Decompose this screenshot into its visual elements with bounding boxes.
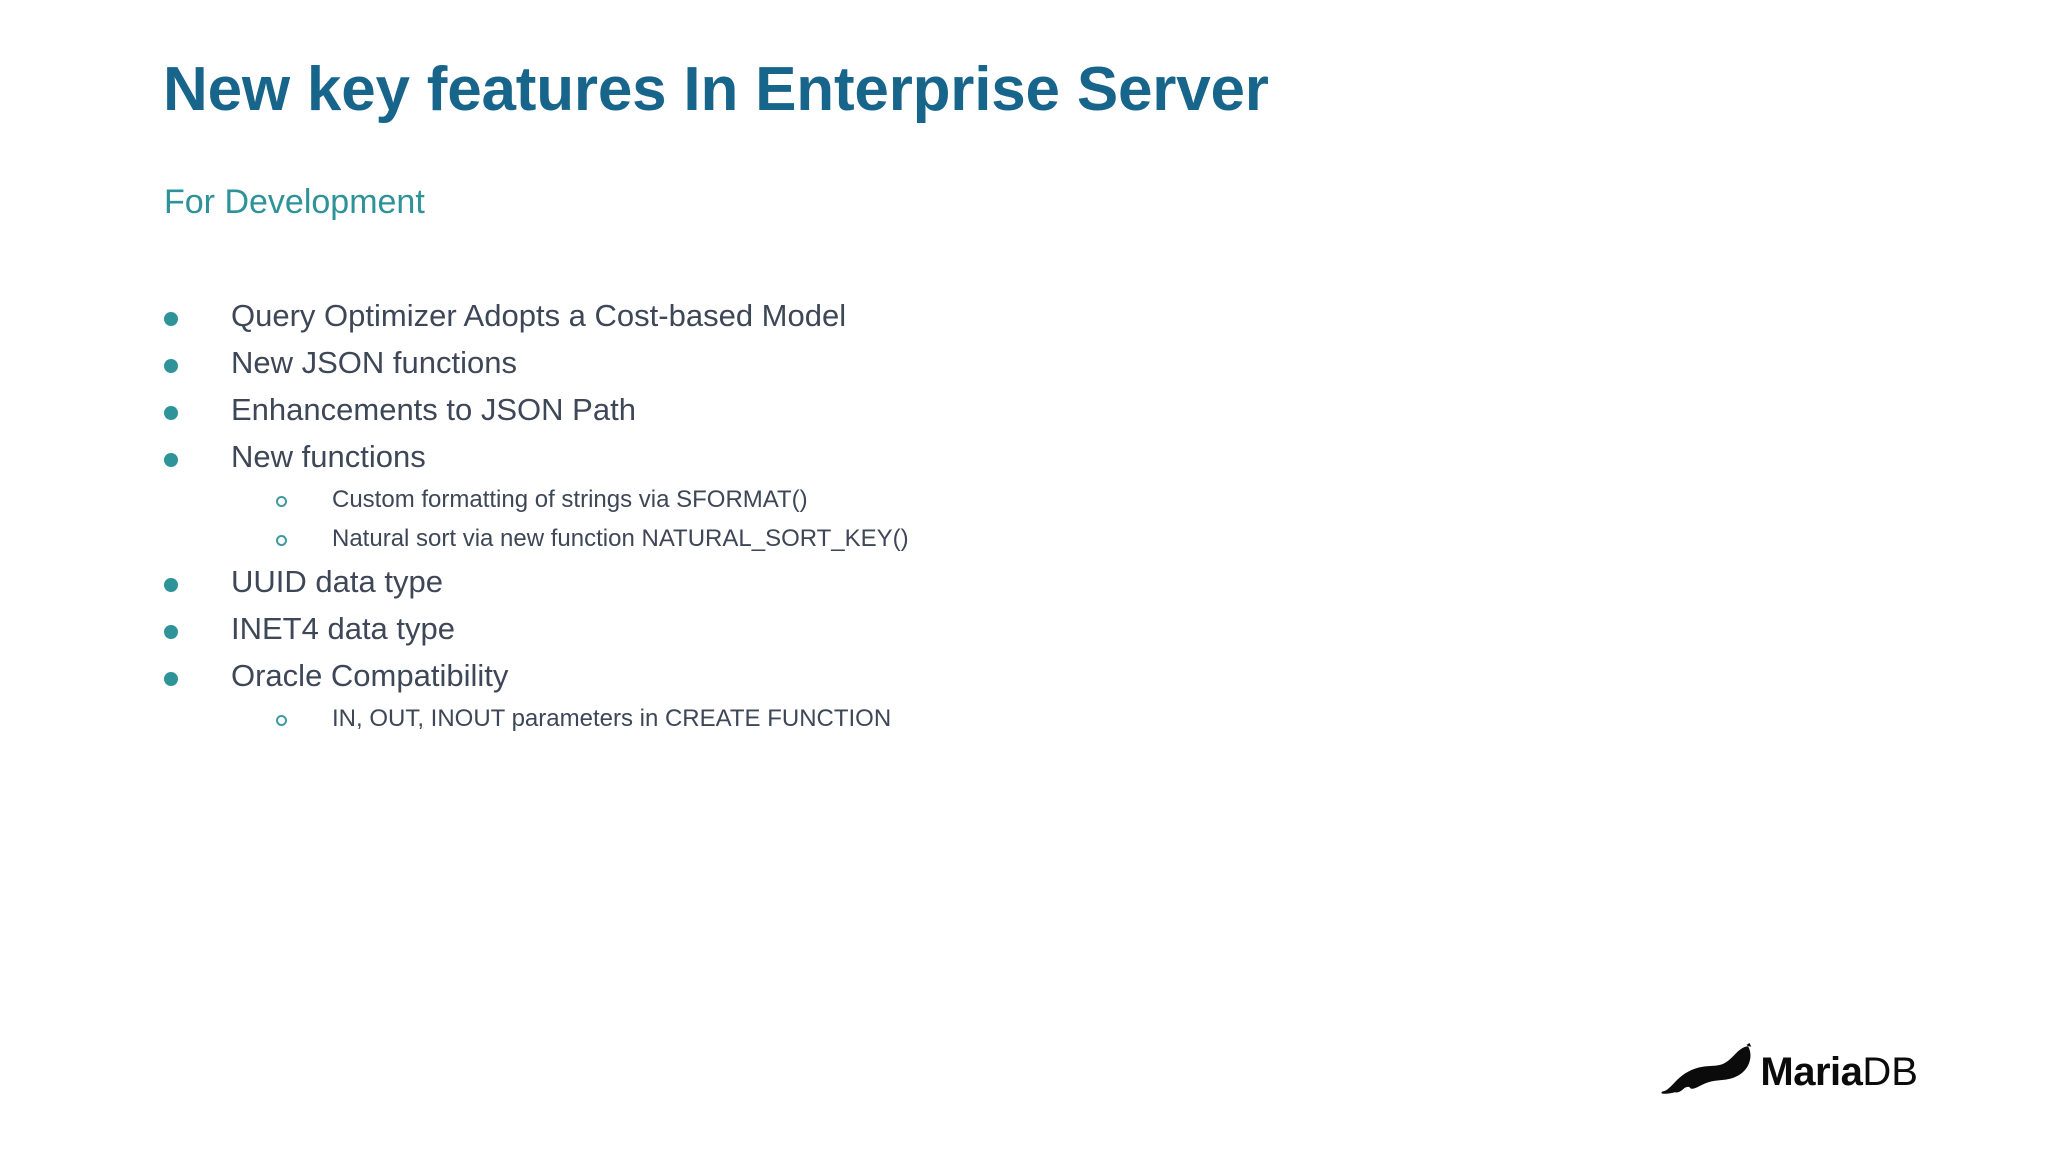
sub-list-item: Custom formatting of strings via SFORMAT… (164, 488, 1664, 527)
page-subtitle: For Development (164, 183, 425, 221)
filled-circle-bullet-icon (164, 406, 178, 420)
list-item-label: Enhancements to JSON Path (231, 392, 636, 427)
filled-circle-bullet-icon (164, 625, 178, 639)
filled-circle-bullet-icon (164, 312, 178, 326)
sub-list-item-label: Custom formatting of strings via SFORMAT… (332, 486, 808, 513)
sub-list-item: Natural sort via new function NATURAL_SO… (164, 527, 1664, 566)
list-item-label: Oracle Compatibility (231, 658, 509, 693)
hollow-circle-bullet-icon (274, 533, 287, 546)
list-item-label: New functions (231, 439, 426, 474)
mariadb-seal-icon (1661, 1043, 1752, 1094)
hollow-circle-bullet-icon (274, 494, 287, 507)
list-item-label: INET4 data type (231, 611, 456, 646)
list-item: Query Optimizer Adopts a Cost-based Mode… (164, 300, 1664, 347)
list-item-label: UUID data type (231, 564, 443, 599)
sub-list-item-label: IN, OUT, INOUT parameters in CREATE FUNC… (332, 705, 892, 732)
list-item: UUID data type (164, 566, 1664, 613)
list-item: INET4 data type (164, 613, 1664, 660)
hollow-circle-bullet-icon (274, 713, 287, 726)
filled-circle-bullet-icon (164, 453, 178, 467)
feature-bullet-list: Query Optimizer Adopts a Cost-based Mode… (164, 300, 1664, 746)
wordmark-db: DB (1862, 1050, 1918, 1094)
list-item: Oracle Compatibility (164, 660, 1664, 707)
filled-circle-bullet-icon (164, 672, 178, 686)
filled-circle-bullet-icon (164, 359, 178, 373)
wordmark-maria: Maria (1760, 1050, 1863, 1094)
page-title: New key features In Enterprise Server (163, 55, 1269, 124)
filled-circle-bullet-icon (164, 578, 178, 592)
list-item: New functions (164, 441, 1664, 488)
list-item-label: New JSON functions (231, 345, 517, 380)
sub-list-item: IN, OUT, INOUT parameters in CREATE FUNC… (164, 707, 1664, 746)
list-item: Enhancements to JSON Path (164, 394, 1664, 441)
sub-list-item-label: Natural sort via new function NATURAL_SO… (332, 525, 909, 552)
list-item-label: Query Optimizer Adopts a Cost-based Mode… (231, 298, 847, 333)
list-item: New JSON functions (164, 347, 1664, 394)
